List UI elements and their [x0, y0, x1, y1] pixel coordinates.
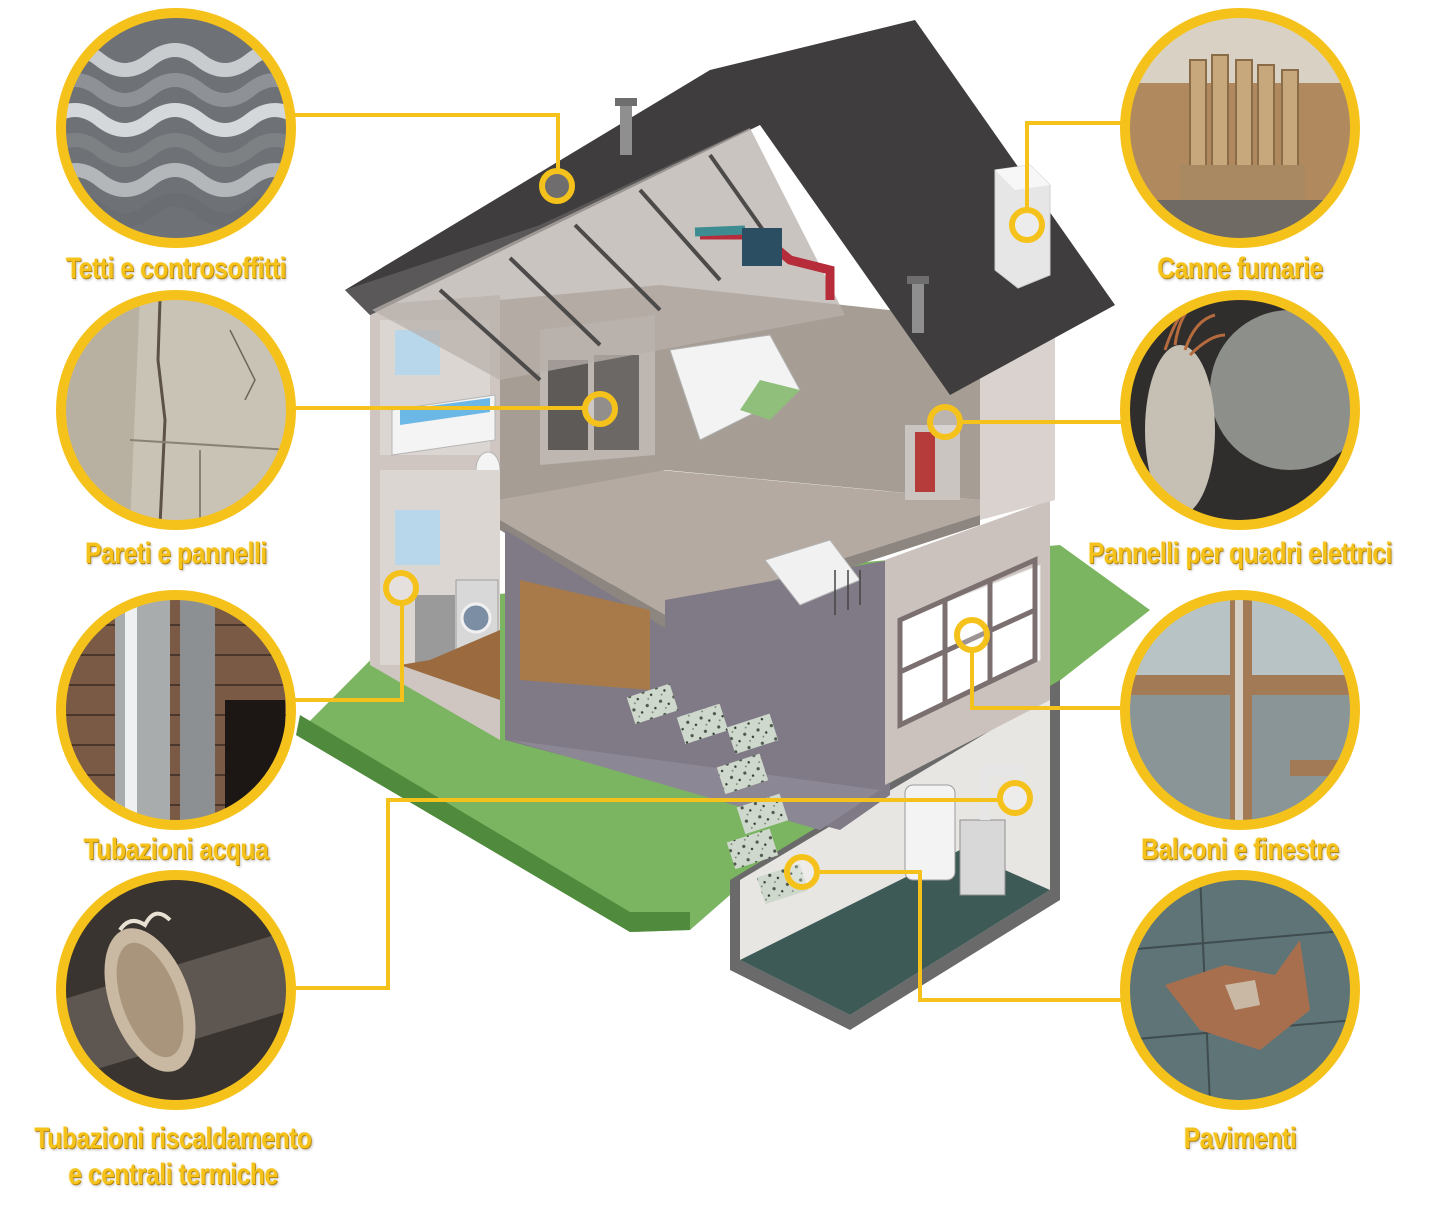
hotspot-heating[interactable] — [997, 780, 1033, 816]
hotspot-electrical[interactable] — [927, 404, 963, 440]
label-heating-line2: e centrali termiche — [68, 1158, 278, 1191]
label-electrical: Pannelli per quadri elettrici — [1088, 537, 1392, 570]
label-heating-line1: Tubazioni riscaldamento — [34, 1122, 312, 1155]
label-roofs: Tetti e controsoffitti — [65, 252, 287, 285]
hotspot-floors[interactable] — [784, 854, 820, 890]
label-floors: Pavimenti — [1183, 1122, 1297, 1155]
label-flues: Canne fumarie — [1157, 252, 1323, 285]
roof — [345, 20, 1115, 395]
hotspot-water-pipes[interactable] — [383, 570, 419, 606]
photo-floors[interactable] — [1120, 870, 1360, 1110]
photo-electrical-panels[interactable] — [1120, 290, 1370, 530]
photo-walls[interactable] — [56, 290, 296, 530]
label-water-pipes: Tubazioni acqua — [83, 833, 269, 866]
label-walls: Pareti e pannelli — [85, 537, 267, 570]
house-illustration — [296, 20, 1150, 1030]
hotspots — [383, 168, 1045, 890]
label-windows: Balconi e finestre — [1141, 833, 1339, 866]
hotspot-flues[interactable] — [1009, 207, 1045, 243]
hotspot-windows[interactable] — [954, 617, 990, 653]
first-floor-slab — [500, 470, 980, 615]
photo-water-pipes[interactable] — [56, 590, 296, 830]
hotspot-walls[interactable] — [582, 391, 618, 427]
connector-lines — [290, 113, 1127, 1002]
basement — [730, 680, 1060, 1030]
chimney — [994, 164, 1051, 289]
ground-floor — [505, 530, 890, 905]
photo-windows[interactable] — [1120, 590, 1360, 830]
photo-heating-pipes[interactable] — [56, 870, 296, 1110]
hotspot-roof[interactable] — [539, 168, 575, 204]
photo-roofs[interactable] — [50, 8, 300, 248]
photo-flues[interactable] — [1120, 8, 1360, 248]
